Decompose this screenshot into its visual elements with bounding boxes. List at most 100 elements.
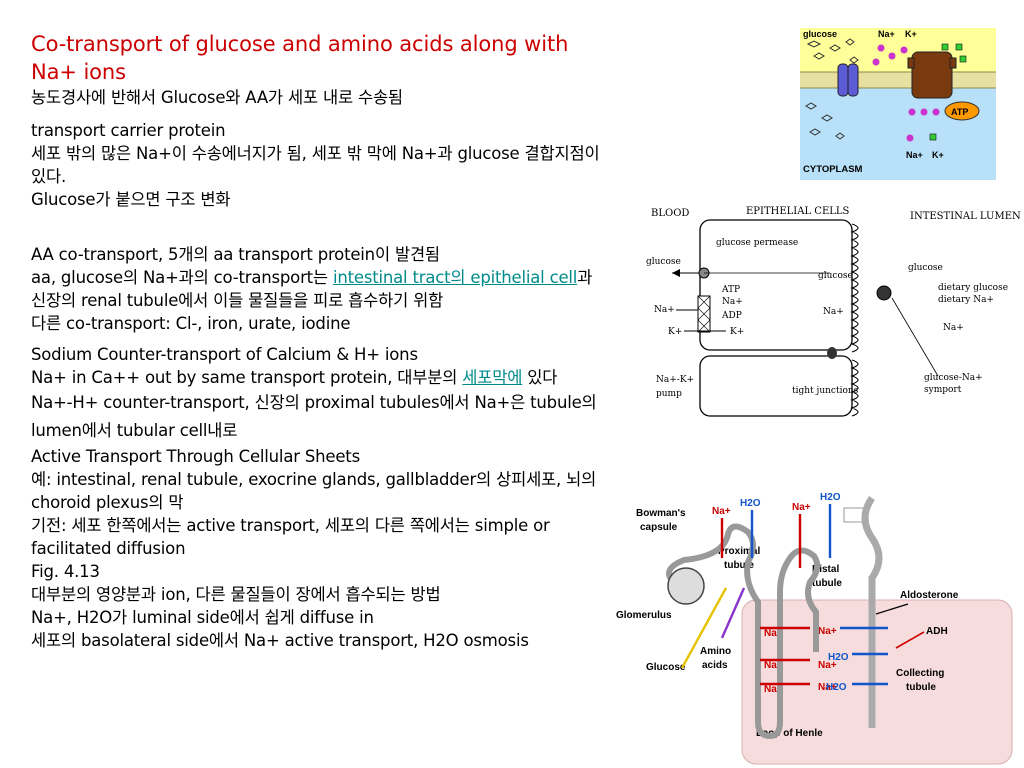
sodium-potassium-pump-icon [907, 51, 957, 99]
kidney-h2o-a: H2O [828, 652, 849, 663]
tight-junction-icon [827, 347, 837, 359]
epithelial-cell-upper [699, 219, 853, 351]
kidney-aldosterone: Aldosterone [900, 590, 959, 601]
kidney-collecting-2: tubule [906, 682, 936, 693]
text-sheets-2: 기전: 세포 한쪽에서는 active transport, 세포의 다른 쪽에… [31, 516, 550, 558]
fig-mid-na-mid: Na+ [823, 307, 844, 317]
fig-mid-lumen-label: INTESTINAL LUMEN [910, 211, 1021, 222]
interstitium-region [741, 599, 1013, 765]
kidney-na-e: Na+ [764, 684, 783, 695]
text-conformation: Glucose가 붙으면 구조 변화 [31, 190, 231, 209]
text-sheets-3: 대부분의 영양분과 ion, 다른 물질들이 장에서 흡수되는 방법 [31, 585, 441, 604]
text-counter-1-post: 있다 [522, 368, 558, 387]
kidney-h2o-2: H2O [820, 492, 841, 503]
fig-mid-na-right: Na+ [943, 323, 964, 333]
text-sheets-title: Active Transport Through Cellular Sheets [31, 447, 360, 466]
kidney-proximal-2: tubule [724, 560, 754, 571]
atp-icon [944, 101, 980, 121]
text-energy: 세포 밖의 많은 Na+이 수송에너지가 됨, 세포 밖 막에 Na+과 glu… [31, 144, 600, 186]
text-carrier: transport carrier protein [31, 121, 226, 140]
kidney-distal-1: Distal [812, 564, 839, 575]
slide-title: Co-transport of glucose and amino acids … [31, 32, 569, 84]
text-aa-2-post: 과 신장의 renal tubule에서 이들 물질들을 피로 흡수하기 위함 [31, 268, 593, 310]
kidney-na-d: Na+ [818, 660, 837, 671]
text-aa-2: aa, glucose의 Na+과의 co-transport는 intesti… [31, 266, 611, 312]
kidney-bowman-2: capsule [640, 522, 678, 533]
microvilli [850, 223, 859, 417]
kidney-h2o-b: H2O [826, 682, 847, 693]
glomerulus-icon [667, 567, 705, 605]
link-cell-membrane[interactable]: 세포막에 [462, 368, 523, 387]
arrow-left-icon [672, 269, 680, 277]
kidney-na-2: Na+ [792, 502, 811, 513]
fig-top-na-label: Na+ [878, 29, 895, 39]
fig-top-k2-label: K+ [932, 150, 944, 160]
kidney-na-1: Na+ [712, 506, 731, 517]
kidney-adh: ADH [926, 626, 948, 637]
text-counter-title: Sodium Counter-transport of Calcium & H+… [31, 345, 418, 364]
nephron-tubule [666, 523, 821, 740]
membrane-transport-figure: glucose Na+ K+ ATP Na+ K+ CYTOPLASM [800, 28, 996, 180]
fig-top-k-label: K+ [905, 29, 917, 39]
kidney-glomerulus: Glomerulus [616, 610, 672, 621]
kidney-proximal-1: Proximal [718, 546, 760, 557]
epithelial-transport-figure: BLOOD EPITHELIAL CELLS INTESTINAL LUMEN … [646, 206, 1021, 417]
fig-mid-permease-label: glucose permease [716, 238, 798, 248]
fig-mid-glucose-right: glucose [908, 263, 943, 273]
slide-text: Co-transport of glucose and amino acids … [31, 30, 611, 652]
text-sheets-1: 예: intestinal, renal tubule, exocrine gl… [31, 470, 597, 512]
text-sheets-4: Na+, H2O가 luminal side에서 쉽게 diffuse in [31, 608, 374, 627]
fig-mid-k-left: K+ [668, 327, 682, 337]
fig-top-atp-label: ATP [951, 107, 968, 117]
text-aa-1: AA co-transport, 5개의 aa transport protei… [31, 245, 440, 264]
kidney-h2o-1: H2O [740, 498, 761, 509]
kidney-bowman-1: Bowman's [636, 508, 686, 519]
kidney-na-a: Na+ [764, 628, 783, 639]
kidney-henle: Loop of Henle [756, 728, 823, 739]
text-aa-3: 다른 co-transport: Cl-, iron, urate, iodin… [31, 314, 351, 333]
fig-mid-glucose-mid: glucose [818, 271, 853, 281]
kidney-collecting-1: Collecting [896, 668, 944, 679]
fig-mid-glucose-left: glucose [646, 257, 681, 267]
kidney-na-f: Na+ [818, 682, 837, 693]
fig-mid-dietary-na: dietary Na+ [938, 295, 994, 305]
fig-top-glucose-label: glucose [803, 29, 837, 39]
fig-top-na2-label: Na+ [906, 150, 923, 160]
fig-mid-symport-2: symport [924, 385, 962, 395]
text-counter-1-pre: Na+ in Ca++ out by same transport protei… [31, 368, 463, 387]
text-aa-2-pre: aa, glucose의 Na+과의 co-transport는 [31, 268, 333, 287]
fig-mid-epithelial-label: EPITHELIAL CELLS [746, 206, 850, 217]
ion-dots [872, 43, 967, 142]
glucose-molecules [805, 38, 859, 140]
collecting-duct [861, 495, 883, 728]
fig-mid-pump-2: pump [656, 389, 682, 399]
kidney-na-c: Na+ [764, 660, 783, 671]
nephron-figure: Bowman's capsule Na+ H2O Na+ H2O Proxima… [616, 492, 1013, 765]
fig-mid-blood-label: BLOOD [651, 208, 689, 219]
fig-mid-adp: ADP [721, 311, 742, 321]
link-intestinal-tract[interactable]: intestinal tract의 epithelial cell [332, 268, 578, 287]
text-sheets-5: 세포의 basolateral side에서 Na+ active transp… [31, 631, 529, 650]
fig-mid-pump-1: Na+-K+ [656, 375, 694, 385]
fig-mid-atp: ATP [721, 285, 740, 295]
fig-mid-dietary-glucose: dietary glucose [938, 283, 1008, 293]
text-gradient: 농도경사에 반해서 Glucose와 AA가 세포 내로 수송됨 [31, 88, 403, 107]
fig-mid-symport-1: glucose-Na+ [924, 373, 983, 383]
transport-arrows [680, 504, 925, 686]
kidney-glucose: Glucose [646, 662, 686, 673]
text-counter-1: Na+ in Ca++ out by same transport protei… [31, 366, 611, 389]
kidney-amino-1: Amino [700, 646, 731, 657]
fig-mid-tight: tight junctions [792, 386, 859, 396]
fig-mid-k-cell: K+ [730, 327, 744, 337]
channel-protein-icon [837, 63, 859, 97]
text-counter-2: Na+-H+ counter-transport, 신장의 proximal t… [31, 393, 597, 440]
epithelial-cell-lower [699, 355, 853, 417]
kidney-amino-2: acids [702, 660, 728, 671]
fig-top-cytoplasm-label: CYTOPLASM [803, 164, 863, 175]
symport-icon [876, 285, 892, 301]
text-sheets-fig: Fig. 4.13 [31, 562, 100, 581]
kidney-distal-2: tubule [812, 578, 842, 589]
fig-mid-na-cell: Na+ [722, 297, 743, 307]
kidney-na-b: Na+ [818, 626, 837, 637]
fig-mid-na-left: Na+ [654, 305, 675, 315]
